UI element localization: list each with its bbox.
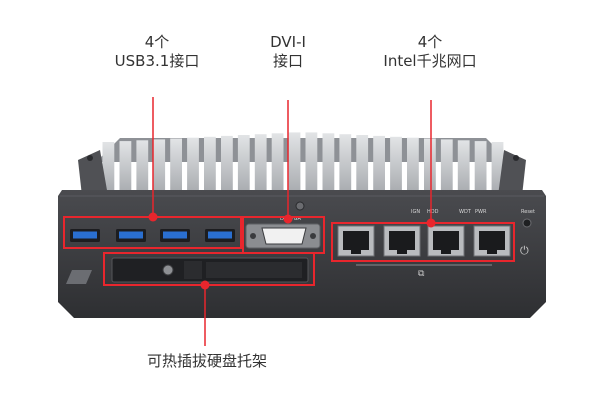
- ethernet-port: [383, 225, 421, 257]
- heatsink-fin: [136, 140, 149, 192]
- wdt-text: WDT: [459, 209, 472, 215]
- dvi-leader-dot: [283, 214, 293, 224]
- heatsink-fin: [271, 133, 284, 192]
- dvi-name-text: DVI-I: [270, 33, 306, 51]
- usb-port: [205, 229, 235, 242]
- heatsink-fin: [170, 138, 182, 192]
- heatsink-fin: [221, 135, 233, 192]
- usb-callout-label: 4个 USB3.1接口: [95, 33, 219, 71]
- power-icon: ⏻: [520, 244, 529, 257]
- drive-tray-leader-dot: [200, 280, 210, 290]
- usb-port-text: USB3.1接口: [114, 52, 200, 70]
- hdd-text: HDD: [427, 209, 439, 215]
- drive-tray-callout-label: 可热插拔硬盘托架: [146, 352, 267, 370]
- heatsink-fin: [474, 141, 487, 192]
- pwr-text: PWR: [475, 209, 487, 215]
- usb-count-text: 4个: [144, 33, 170, 51]
- ethernet-port: [473, 225, 511, 257]
- ethernet-port: [427, 225, 465, 257]
- heatsink-fin: [187, 137, 199, 192]
- heatsink: [96, 132, 510, 192]
- heatsink-fin: [407, 137, 419, 192]
- dvi-port: DVI-VGA: [245, 216, 321, 249]
- usb-ports: [70, 229, 235, 242]
- usb-port: [160, 229, 190, 242]
- heatsink-fin: [305, 132, 318, 192]
- ign-text: IGN: [411, 209, 420, 215]
- heatsink-fin: [254, 134, 267, 192]
- network-icon: ⧉: [418, 269, 425, 279]
- heatsink-fin: [390, 136, 402, 192]
- panel-screw: [295, 201, 305, 211]
- dvi-callout-label: DVI-I 接口: [246, 33, 330, 71]
- lan-highlight-box: [331, 222, 515, 262]
- heatsink-fin: [457, 140, 470, 192]
- brand-logo-mark: [66, 270, 92, 284]
- heatsink-fin: [424, 138, 436, 192]
- heatsink-fin: [102, 142, 115, 192]
- lan-leader-dot: [426, 218, 436, 228]
- hot-swap-drive-tray: [111, 257, 309, 283]
- heatsink-fins: [102, 132, 504, 192]
- heatsink-fin: [237, 135, 250, 192]
- reset-button[interactable]: [522, 218, 532, 228]
- heatsink-fin: [491, 142, 504, 192]
- usb-port: [116, 229, 146, 242]
- lan-port-text: Intel千兆网口: [383, 52, 477, 70]
- heatsink-fin: [373, 135, 385, 192]
- heatsink-fin: [322, 133, 335, 192]
- lan-callout-label: 4个 Intel千兆网口: [368, 33, 492, 71]
- heatsink-fin: [153, 139, 166, 192]
- usb-leader-dot: [148, 212, 158, 222]
- usb-port: [70, 229, 100, 242]
- heatsink-fin: [356, 135, 369, 192]
- ethernet-port: [337, 225, 375, 257]
- heatsink-fin: [288, 132, 301, 192]
- heatsink-fin: [440, 139, 453, 192]
- heatsink-fin: [119, 141, 132, 192]
- right-mounting-bracket: [498, 150, 526, 196]
- ethernet-ports: ⧉: [337, 225, 511, 279]
- lan-count-text: 4个: [417, 33, 443, 51]
- dvi-port-text: 接口: [272, 52, 303, 70]
- reset-text: Reset: [521, 209, 535, 215]
- heatsink-fin: [339, 134, 352, 192]
- left-mounting-bracket: [78, 150, 108, 196]
- heatsink-fin: [204, 136, 216, 192]
